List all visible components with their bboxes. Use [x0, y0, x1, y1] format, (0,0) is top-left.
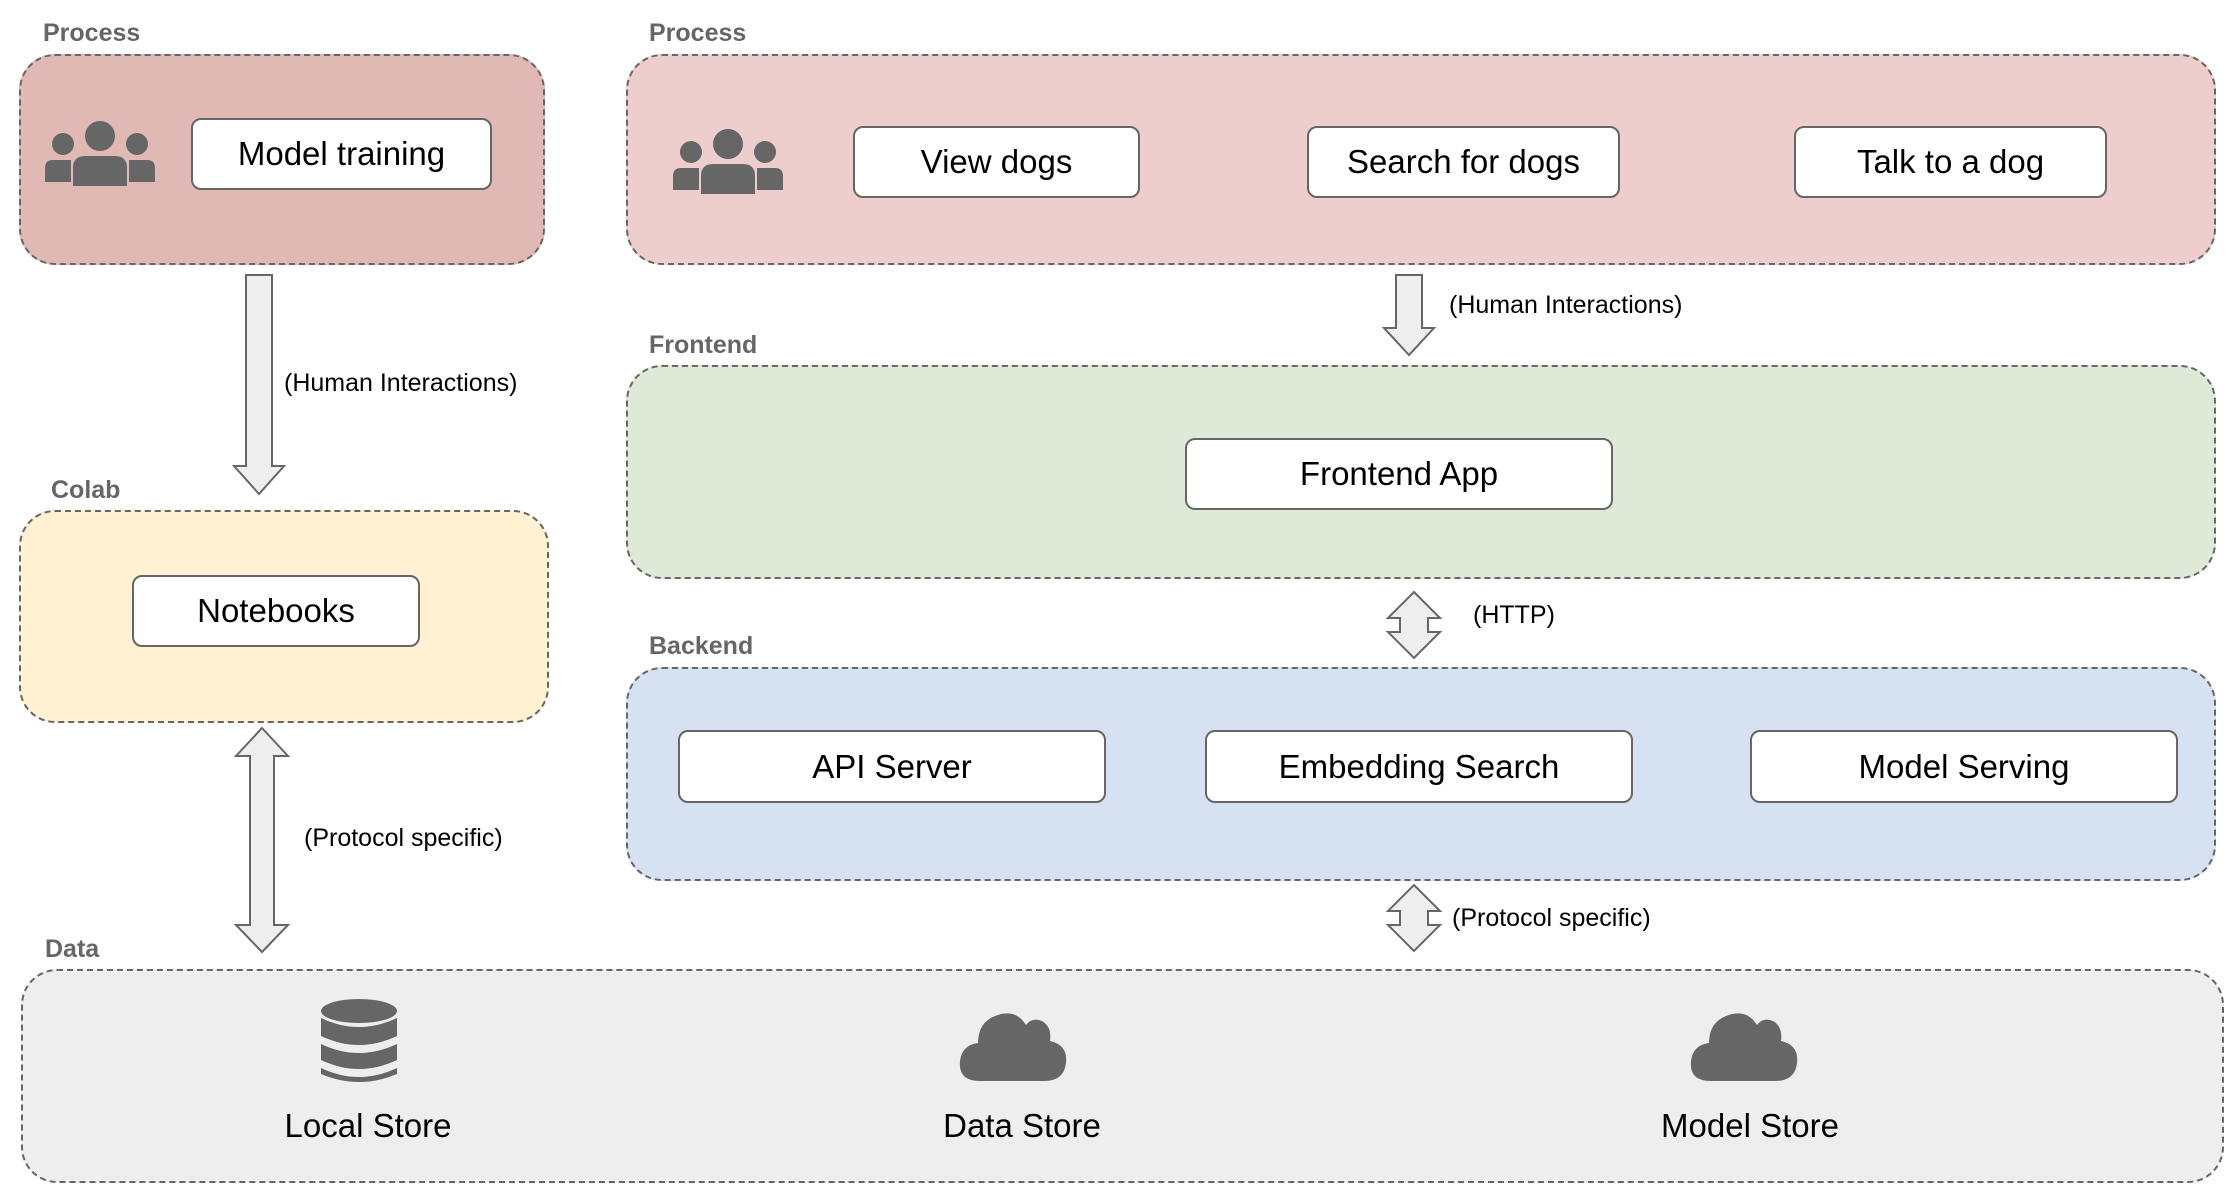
right-backend-data-arrow — [1385, 883, 1443, 953]
view-dogs-node: View dogs — [853, 126, 1140, 198]
model-training-node: Model training — [191, 118, 492, 190]
cloud-icon — [959, 1013, 1067, 1081]
local-store-label: Local Store — [284, 1107, 452, 1144]
embedding-search-node: Embedding Search — [1205, 730, 1633, 803]
frontend-title: Frontend — [649, 331, 758, 359]
process-left-title: Process — [43, 19, 141, 47]
http-label: (HTTP) — [1473, 601, 1555, 629]
right-process-to-frontend-arrow — [1381, 274, 1437, 357]
model-serving-node: Model Serving — [1750, 730, 2178, 803]
data-store-label: Data Store — [943, 1107, 1101, 1144]
backend-title: Backend — [649, 632, 754, 660]
left-process-to-colab-arrow — [231, 274, 287, 496]
search-for-dogs-node: Search for dogs — [1307, 126, 1620, 198]
left-protocol-specific-label: (Protocol specific) — [304, 824, 503, 852]
right-protocol-specific-label: (Protocol specific) — [1452, 904, 1651, 932]
users-group-icon — [673, 129, 783, 194]
cloud-icon — [1690, 1013, 1798, 1081]
notebooks-node: Notebooks — [132, 575, 420, 647]
users-group-icon — [45, 121, 155, 186]
talk-to-a-dog-node: Talk to a dog — [1794, 126, 2107, 198]
model-store-label: Model Store — [1661, 1107, 1839, 1144]
data-title: Data — [45, 935, 100, 963]
left-colab-data-arrow — [233, 726, 291, 954]
right-human-interactions-label: (Human Interactions) — [1449, 291, 1683, 319]
database-icon — [321, 999, 397, 1082]
frontend-app-node: Frontend App — [1185, 438, 1613, 510]
colab-title: Colab — [51, 476, 121, 504]
right-frontend-backend-arrow — [1385, 590, 1443, 660]
left-human-interactions-label: (Human Interactions) — [284, 369, 518, 397]
api-server-node: API Server — [678, 730, 1106, 803]
process-right-title: Process — [649, 19, 747, 47]
